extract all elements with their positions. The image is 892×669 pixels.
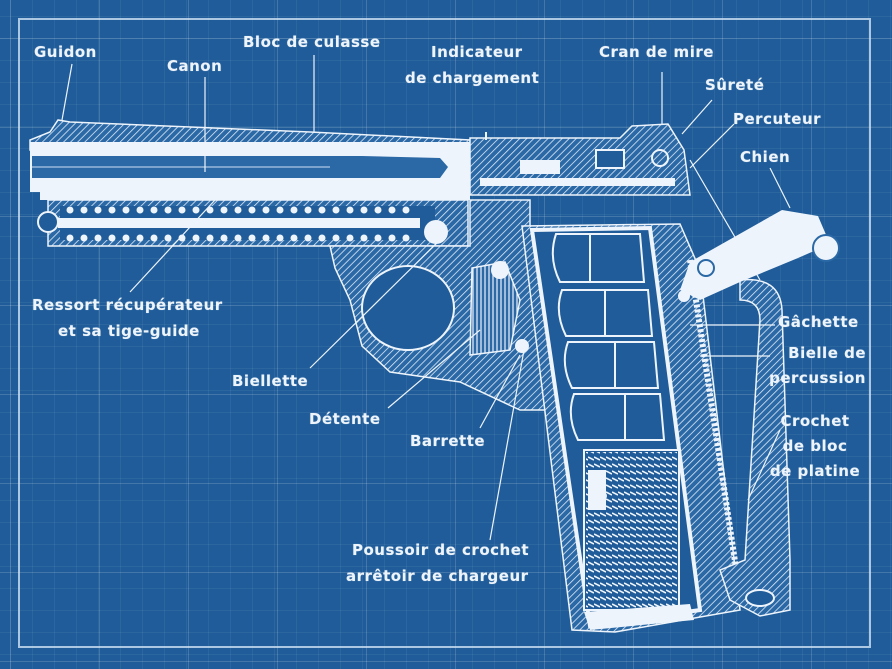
label-barrette: Barrette xyxy=(410,432,486,450)
label-indicateur-line1: Indicateur xyxy=(431,43,523,61)
label-bielle-line2: percussion xyxy=(769,369,866,387)
label-gachette: Gâchette xyxy=(778,313,859,331)
label-indicateur-line2: de chargement xyxy=(405,69,540,87)
grip-magazine xyxy=(521,223,743,633)
label-crochet-line1: Crochet xyxy=(780,412,850,430)
hammer xyxy=(678,210,840,302)
label-surete: Sûreté xyxy=(705,76,765,94)
label-percuteur: Percuteur xyxy=(733,110,822,128)
recoil-spring xyxy=(37,199,469,247)
label-ressort-line2: et sa tige-guide xyxy=(58,322,200,340)
label-biellette: Biellette xyxy=(232,372,309,390)
label-ressort-line1: Ressort récupérateur xyxy=(32,296,223,314)
label-poussoir-line2: arrêtoir de chargeur xyxy=(346,567,529,585)
label-cran-de-mire: Cran de mire xyxy=(599,43,714,61)
label-bielle-line1: Bielle de xyxy=(788,344,866,362)
label-chien: Chien xyxy=(740,148,791,166)
drawing-frame xyxy=(18,18,871,648)
label-canon: Canon xyxy=(167,57,223,75)
backstrap xyxy=(719,278,791,617)
barrel xyxy=(30,142,470,200)
label-crochet-line3: de platine xyxy=(769,462,861,480)
label-detente: Détente xyxy=(309,410,381,428)
leader-lines xyxy=(61,55,791,541)
label-bloc-de-culasse: Bloc de culasse xyxy=(243,33,381,51)
label-guidon: Guidon xyxy=(34,43,97,61)
label-poussoir-line1: Poussoir de crochet xyxy=(352,541,530,559)
label-crochet-line2: de bloc xyxy=(782,437,848,455)
